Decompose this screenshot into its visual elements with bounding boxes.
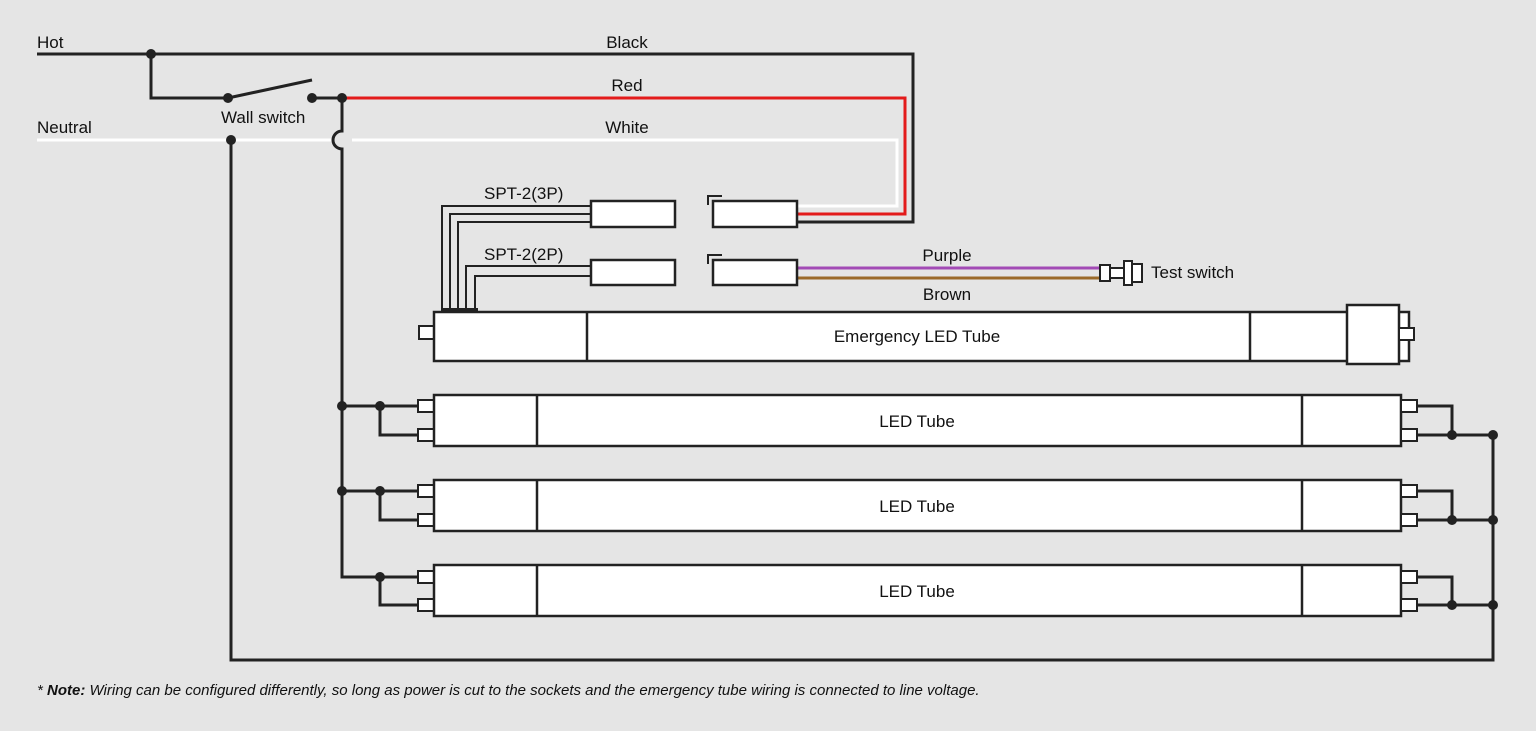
spt2-plug-right xyxy=(711,258,799,287)
white-wire-label: White xyxy=(605,118,648,137)
note-text: Wiring can be configured differently, so… xyxy=(85,682,980,699)
led-tube-3 xyxy=(417,563,1418,618)
hot-wire xyxy=(37,52,915,224)
switched-leg-wire xyxy=(331,98,380,579)
note-prefix: * xyxy=(37,682,48,699)
tube2-right-jumper xyxy=(1417,489,1493,522)
test-switch-label: Test switch xyxy=(1151,263,1234,282)
tube1-right-jumper xyxy=(1417,404,1493,437)
emergency-led-tube xyxy=(418,303,1415,366)
spt3-plug-latch xyxy=(707,195,722,205)
tube2-left-jumper xyxy=(378,491,418,522)
emergency-tube-label: Emergency LED Tube xyxy=(834,327,1000,346)
led-tube-2-label: LED Tube xyxy=(879,497,955,516)
brown-wire-label: Brown xyxy=(923,285,971,304)
hot-label: Hot xyxy=(37,33,64,52)
spt2-plug-latch xyxy=(707,254,722,264)
white-wire xyxy=(352,138,899,208)
spt2-label: SPT-2(2P) xyxy=(484,245,563,264)
spt3-cable xyxy=(441,205,591,312)
red-wire xyxy=(342,96,907,216)
red-wire-label: Red xyxy=(611,76,642,95)
spt3-plug-right xyxy=(711,199,799,229)
tube3-right-jumper xyxy=(1417,575,1493,607)
spt3-label: SPT-2(3P) xyxy=(484,184,563,203)
note-bold: Note: xyxy=(47,682,86,699)
tube3-left-jumper xyxy=(378,577,418,607)
black-wire-label: Black xyxy=(606,33,648,52)
led-tube-1-label: LED Tube xyxy=(879,412,955,431)
test-switch-icon xyxy=(1099,260,1143,286)
led-tube-3-label: LED Tube xyxy=(879,582,955,601)
junction-dots xyxy=(146,49,1498,610)
led-tube-2 xyxy=(417,478,1418,533)
led-tube-1 xyxy=(417,393,1418,448)
neutral-label: Neutral xyxy=(37,118,92,137)
spt2-cable xyxy=(465,265,591,312)
hot-to-switch-wire xyxy=(149,54,228,100)
wiring-note: * Note: Wiring can be configured differe… xyxy=(37,682,980,699)
wall-switch-label: Wall switch xyxy=(221,108,305,127)
tube1-left-jumper xyxy=(378,406,418,437)
purple-wire-label: Purple xyxy=(922,246,971,265)
spt2-plug-left xyxy=(589,258,677,287)
spt3-plug-left xyxy=(589,199,677,229)
wall-switch-blade xyxy=(227,78,313,100)
